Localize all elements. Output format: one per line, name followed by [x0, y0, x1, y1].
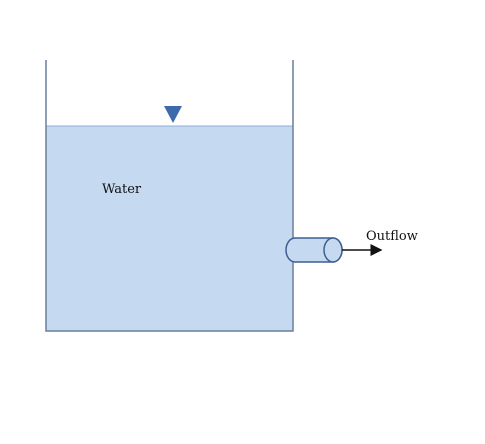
water-level-marker-icon: [164, 106, 182, 123]
pipe-end-cap: [323, 237, 343, 263]
outflow-pipe: [285, 237, 343, 263]
outflow-label: Outflow: [366, 229, 418, 244]
water-label: Water: [102, 182, 142, 197]
tank-walls: [45, 60, 294, 332]
water-body: [46, 126, 293, 331]
